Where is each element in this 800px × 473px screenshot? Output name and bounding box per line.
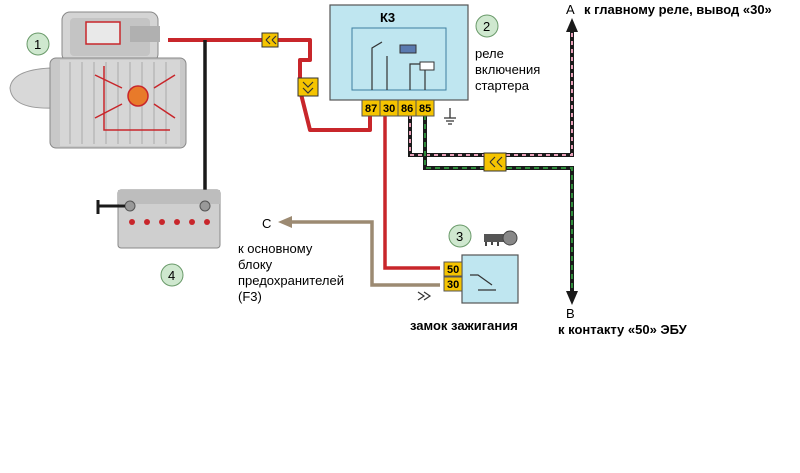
svg-text:30: 30	[447, 279, 459, 291]
relay-k3: К3 87 30 86 85	[329, 4, 469, 117]
svg-text:блоку: блоку	[238, 257, 273, 272]
key-icon	[484, 230, 518, 246]
switch-pin-30: 30	[443, 276, 463, 292]
starter-motor-icon	[9, 11, 187, 149]
switch-pin-50: 50	[443, 261, 463, 277]
point-a-label: A	[566, 2, 575, 17]
connector-icon	[483, 152, 507, 172]
point-b-label: B	[566, 306, 575, 321]
svg-text:50: 50	[447, 264, 459, 276]
svg-text:87: 87	[365, 103, 377, 115]
relay-pin-87: 87	[361, 99, 381, 117]
svg-text:3: 3	[456, 229, 463, 244]
svg-text:(F3): (F3)	[238, 289, 262, 304]
svg-text:реле: реле	[475, 46, 504, 61]
battery-icon	[96, 189, 221, 249]
arrow-b	[566, 291, 578, 305]
callout-3: 3	[448, 224, 472, 248]
svg-text:к основному: к основному	[238, 241, 313, 256]
arrow-a	[566, 18, 578, 32]
svg-text:предохранителей: предохранителей	[238, 273, 344, 288]
brown-wire-fuse-switch	[288, 220, 440, 287]
relay-id: К3	[380, 10, 395, 25]
connector-icon	[297, 77, 319, 97]
arrow-c	[278, 216, 292, 228]
to-fuse-block-label: к основному блоку предохранителей (F3)	[238, 241, 344, 304]
red-wire-relay-switch	[383, 115, 440, 270]
svg-text:2: 2	[483, 19, 490, 34]
to-ecu-label: к контакту «50» ЭБУ	[558, 322, 688, 337]
callout-1: 1	[26, 32, 50, 56]
to-main-relay-label: к главному реле, вывод «30»	[584, 2, 772, 17]
connector-icon	[261, 32, 279, 48]
svg-text:30: 30	[383, 103, 395, 115]
relay-pin-86: 86	[397, 99, 417, 117]
svg-text:85: 85	[419, 103, 431, 115]
ignition-caption: замок зажигания	[410, 318, 518, 333]
relay-pin-85: 85	[415, 99, 435, 117]
svg-text:стартера: стартера	[475, 78, 530, 93]
svg-text:включения: включения	[475, 62, 540, 77]
relay-caption: реле включения стартера	[475, 46, 540, 93]
relay-pin-30: 30	[379, 99, 399, 117]
svg-text:86: 86	[401, 103, 413, 115]
svg-text:1: 1	[34, 37, 41, 52]
ignition-switch: 50 30	[443, 254, 519, 304]
callout-4: 4	[160, 263, 184, 287]
ground-icon	[444, 108, 456, 125]
svg-text:4: 4	[168, 268, 175, 283]
callout-2: 2	[475, 14, 499, 38]
connector-icon	[417, 291, 432, 301]
point-c-label: C	[262, 216, 271, 231]
